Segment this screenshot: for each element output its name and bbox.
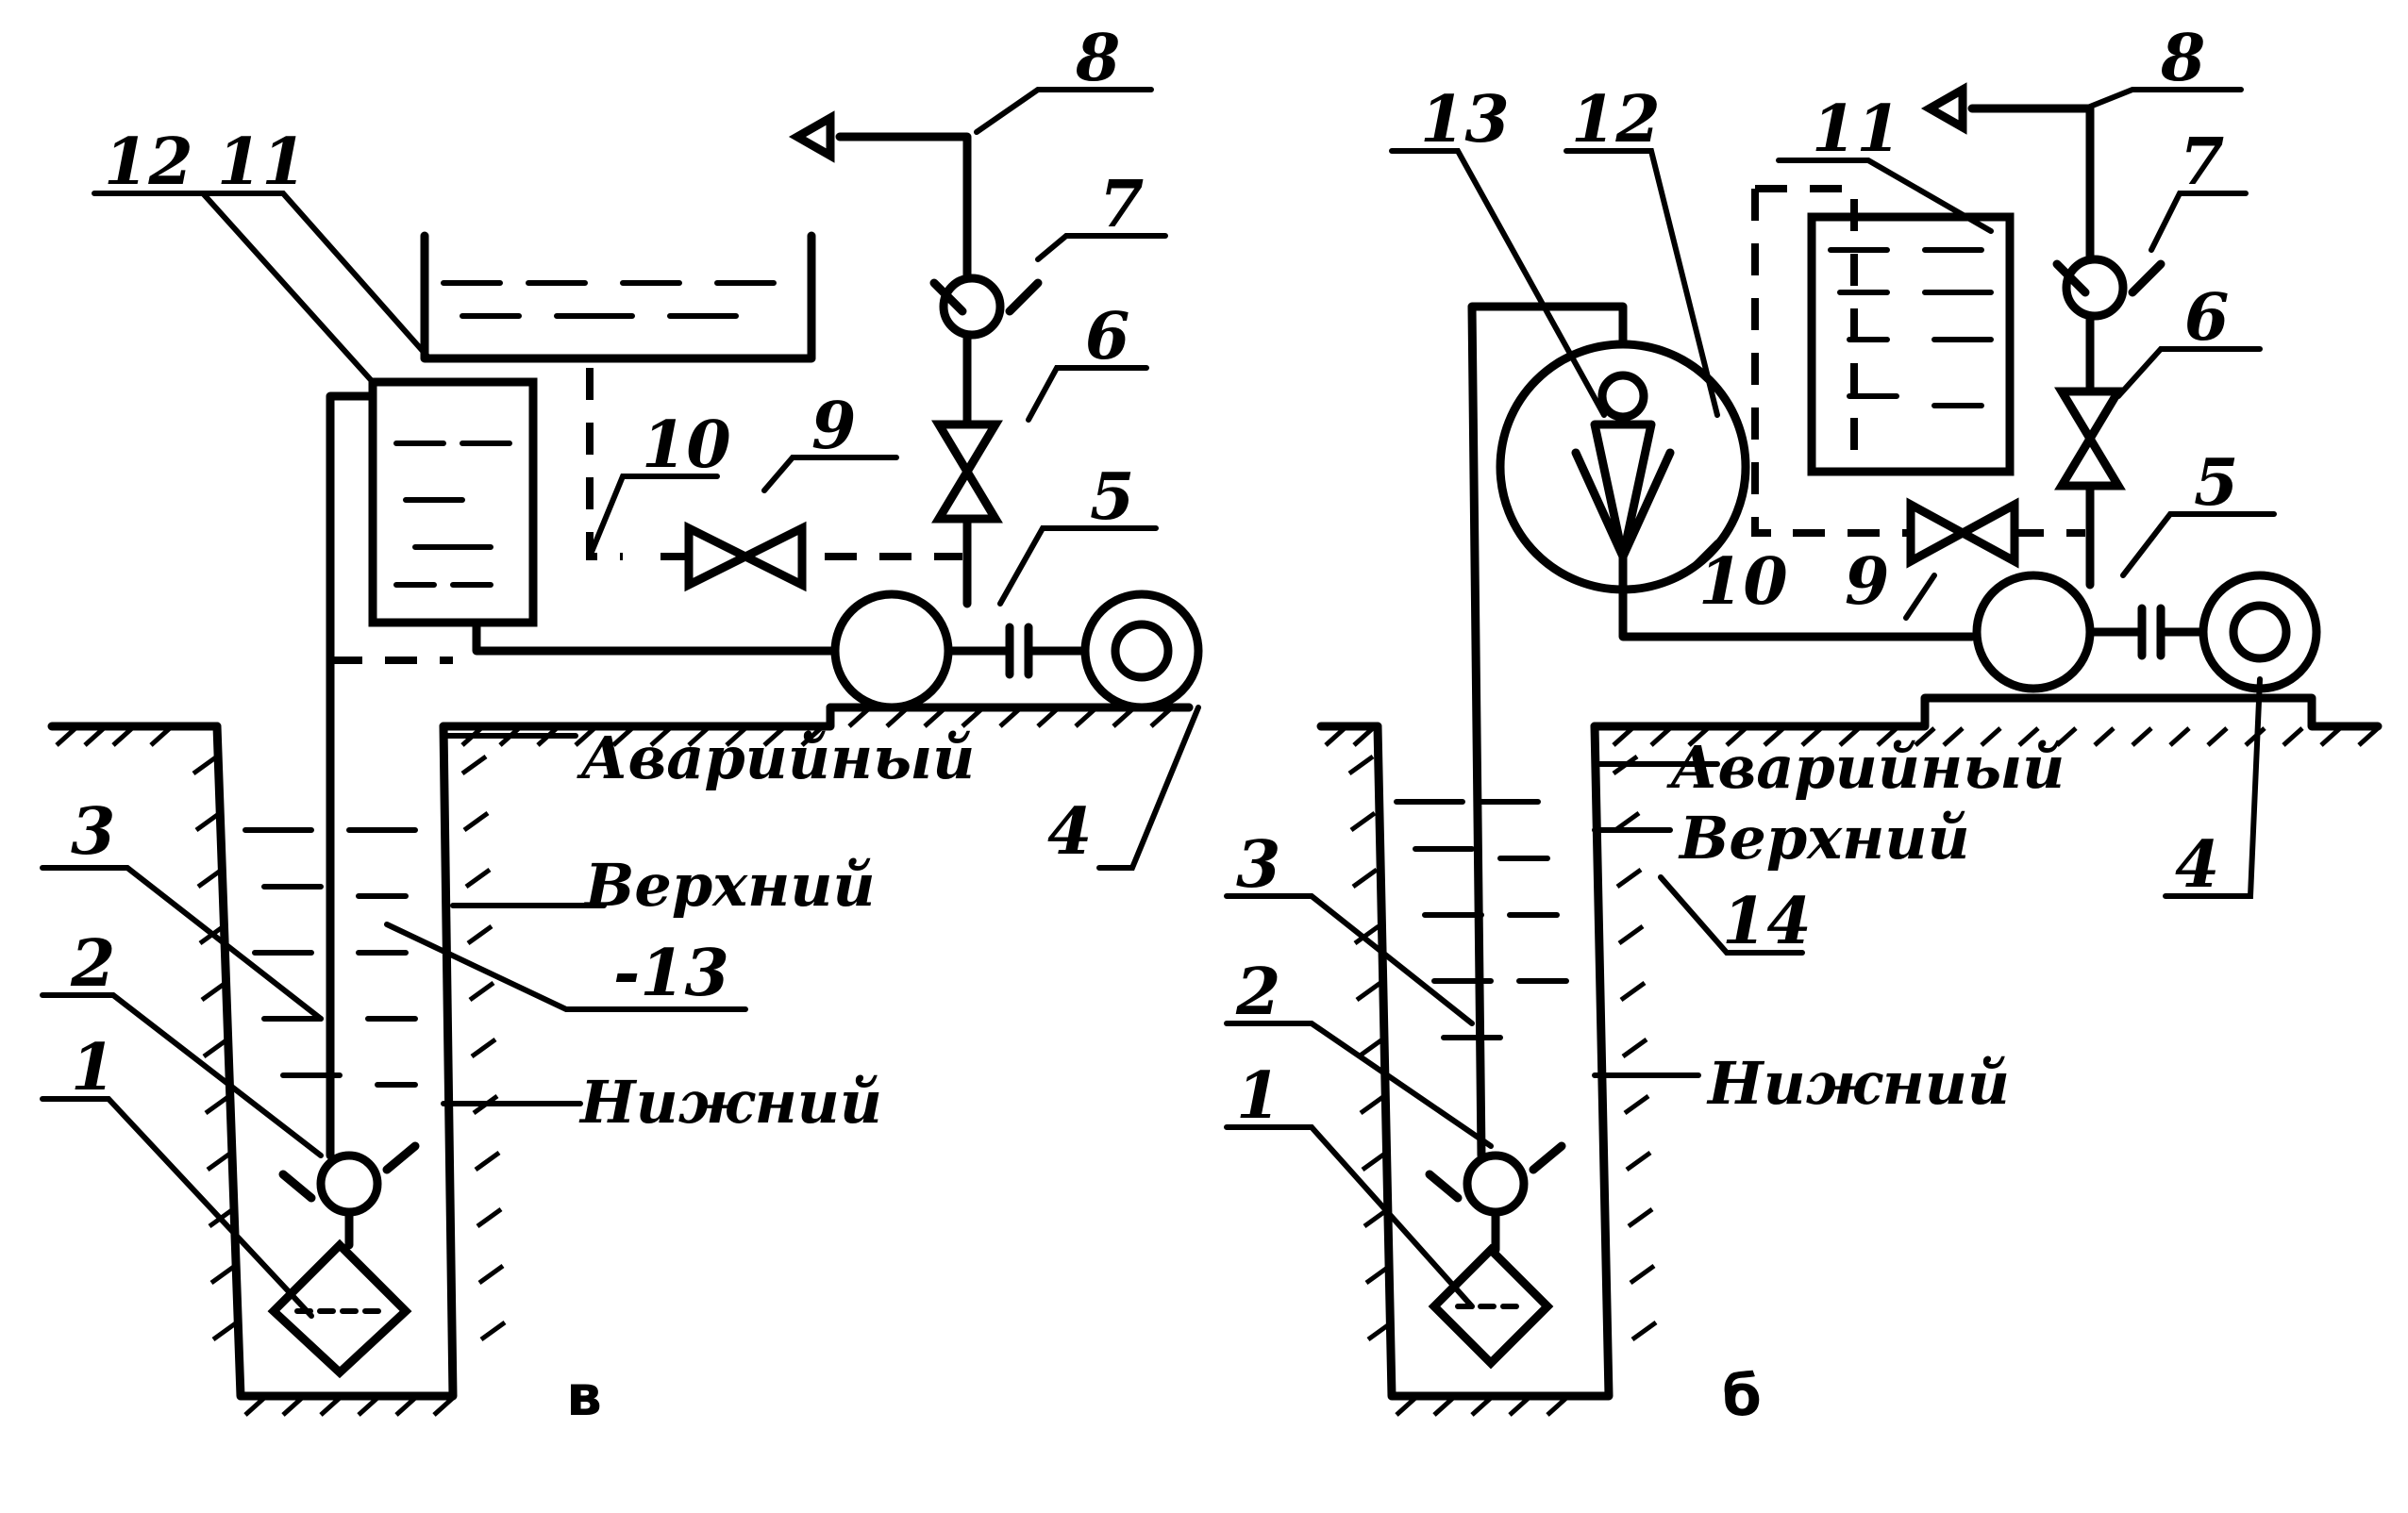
well-b — [1347, 722, 1658, 1417]
level-emergency-a: Аварийный — [577, 723, 975, 792]
upper-tank-a — [420, 231, 816, 363]
label-13-a: -13 — [613, 936, 729, 1011]
label-7-a: 7 — [1099, 167, 1144, 242]
upper-tank-b — [1807, 212, 2015, 476]
strainer-a — [267, 1239, 412, 1379]
label-13-b: 13 — [1420, 82, 1510, 158]
subfigure-label-b: б — [1722, 1363, 1762, 1429]
level-emergency-b: Аварийный — [1666, 733, 2065, 802]
level-upper-a: Верхний — [583, 851, 876, 920]
figure-a — [40, 87, 1203, 1417]
label-3-b: 3 — [1236, 827, 1280, 903]
label-5-a: 5 — [1090, 459, 1134, 535]
label-10-b: 10 — [1698, 544, 1788, 620]
gate-valve-6-a — [931, 420, 1003, 524]
labels-b: 13 12 11 8 7 6 5 10 9 4 14 3 2 1 Аварийн… — [1235, 21, 2238, 1429]
label-7-b: 7 — [2180, 125, 2224, 200]
label-6-a: 6 — [1085, 299, 1129, 374]
suction-pipe-a — [326, 391, 377, 1160]
pump-b — [1972, 571, 2095, 693]
label-6-b: 6 — [2184, 280, 2229, 356]
label-2-b: 2 — [1235, 955, 1280, 1030]
foot-valve-b — [1463, 1151, 1529, 1217]
check-valve-7-a — [939, 274, 1005, 340]
label-1-a: 1 — [71, 1030, 115, 1106]
motor-a — [1080, 590, 1203, 712]
vacuum-vessel-b — [1496, 340, 1750, 594]
level-upper-b: Верхний — [1678, 804, 1970, 873]
labels-a: 12 11 8 7 6 5 9 10 4 3 2 1 -13 Аварийный… — [70, 21, 1144, 1429]
label-1-b: 1 — [1236, 1058, 1280, 1134]
label-12-a: 12 — [104, 125, 193, 200]
label-4-a: 4 — [1047, 794, 1092, 870]
motor-b — [2199, 571, 2321, 693]
figure-b — [1224, 82, 2383, 1417]
strainer-b — [1428, 1243, 1554, 1370]
label-8-top-b: 8 — [2160, 21, 2205, 96]
level-lower-a: Нижний — [578, 1068, 882, 1137]
label-3-a: 3 — [71, 794, 115, 870]
label-9-b: 9 — [1845, 544, 1889, 620]
ground-surface-b — [1316, 693, 2383, 747]
label-10-a: 10 — [642, 407, 731, 483]
gate-valve-6-b — [2054, 387, 2126, 490]
foot-valve-a — [316, 1151, 382, 1217]
label-14-b: 14 — [1722, 884, 1812, 959]
pump-a — [830, 590, 953, 712]
label-12-b: 12 — [1571, 82, 1661, 158]
level-lower-b: Нижний — [1706, 1049, 2010, 1118]
valve-9-a — [684, 521, 807, 592]
valve-9-b — [1906, 497, 2019, 569]
subfigure-label-a: в — [566, 1363, 602, 1429]
priming-tank-a — [368, 377, 538, 627]
label-4-b: 4 — [2175, 827, 2219, 903]
label-11-b: 11 — [1812, 91, 1901, 167]
check-valve-7-b — [2062, 255, 2128, 321]
label-9-a: 9 — [811, 389, 856, 464]
label-2-a: 2 — [70, 926, 115, 1002]
suction-pipe-b — [1467, 302, 1628, 1160]
discharge-pipe-a — [835, 132, 972, 608]
label-5-b: 5 — [2194, 445, 2238, 521]
well-a — [192, 722, 507, 1417]
label-8-a: 8 — [1075, 21, 1120, 96]
label-11-a: 11 — [217, 125, 307, 200]
